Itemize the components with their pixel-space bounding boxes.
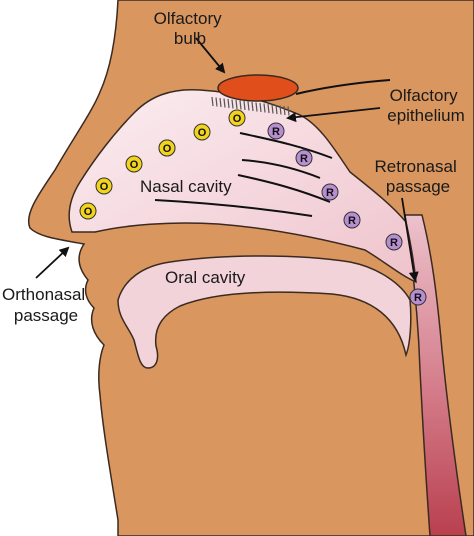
retronasal-molecule-letter: R [414, 292, 422, 304]
orthonasal-passage-label: Orthonasal passage [2, 285, 90, 325]
turbinate-line-3 [237, 174, 331, 203]
epithelium-hair [251, 101, 254, 112]
retronasal-molecule [295, 149, 313, 167]
orthonasal-molecule [125, 155, 143, 173]
olfactory-epithelium [211, 96, 290, 116]
epithelium-hair [231, 99, 234, 109]
orthonasal-molecule-letter: O [100, 181, 109, 193]
olfactory-epithelium-label: Olfactory epithelium [387, 86, 465, 125]
olfactory-bulb-arrow [195, 37, 226, 74]
orthonasal-molecules: OOOOOOO [79, 109, 246, 220]
retronasal-molecules: R R R R R R [267, 122, 427, 306]
epithelium-hair [235, 99, 238, 110]
retronasal-passage-label: Retronasal passage [375, 157, 462, 196]
olfactory-nerve-line [295, 79, 391, 95]
orthonasal-molecule [158, 139, 176, 157]
epithelium-hair [243, 100, 246, 111]
epithelium-hair [271, 104, 274, 114]
epithelium-hair [255, 102, 258, 112]
epithelium-hair [227, 98, 230, 109]
epithelium-hair [263, 103, 266, 113]
retronasal-molecule [267, 122, 285, 140]
nasal-cavity-label: Nasal cavity [140, 177, 232, 196]
orthonasal-molecule [95, 177, 113, 195]
turbinate-line-4 [154, 199, 313, 217]
retronasal-molecule-letter: R [326, 187, 334, 199]
retronasal-molecule-letter: R [390, 237, 398, 249]
epithelium-hair [275, 104, 278, 115]
orthonasal-molecule-letter: O [198, 127, 207, 139]
retronasal-passage-arrow [401, 197, 419, 282]
retronasal-molecule-letter: R [272, 126, 280, 138]
epithelium-hair [247, 101, 250, 111]
retronasal-molecule [321, 183, 339, 201]
epithelium-hair [219, 97, 222, 108]
olfactory-bulb-label: Olfactory bulb [154, 9, 227, 48]
epithelium-hair [283, 105, 286, 116]
epithelium-hair [223, 98, 226, 108]
epithelium-hair [211, 96, 214, 107]
epithelium-hair [279, 105, 282, 115]
orthonasal-molecule-letter: O [84, 206, 93, 218]
retronasal-molecule-letter: R [348, 215, 356, 227]
orthonasal-molecule-letter: O [163, 143, 172, 155]
nasal-cavity [68, 88, 417, 284]
turbinate-line-2 [241, 159, 321, 179]
epithelium-hair [267, 103, 270, 114]
orthonasal-molecule-letter: O [233, 113, 242, 125]
orthonasal-molecule [79, 202, 97, 220]
olfactory-epithelium-arrow [286, 107, 381, 123]
epithelium-hair [259, 102, 262, 113]
orthonasal-molecule [193, 123, 211, 141]
orthonasal-molecule [228, 109, 246, 127]
retronasal-molecule [385, 233, 403, 251]
epithelium-hair [239, 100, 242, 110]
olfactory-bulb [217, 74, 299, 102]
orthonasal-passage-arrow [35, 246, 70, 279]
epithelium-hair [215, 97, 218, 107]
retronasal-molecule-letter: R [300, 153, 308, 165]
oral-cavity [117, 255, 412, 369]
retronasal-molecule [409, 288, 427, 306]
turbinate-line-1 [239, 132, 333, 159]
oral-cavity-label: Oral cavity [165, 268, 246, 287]
orthonasal-molecule-letter: O [130, 159, 139, 171]
retronasal-molecule [343, 211, 361, 229]
